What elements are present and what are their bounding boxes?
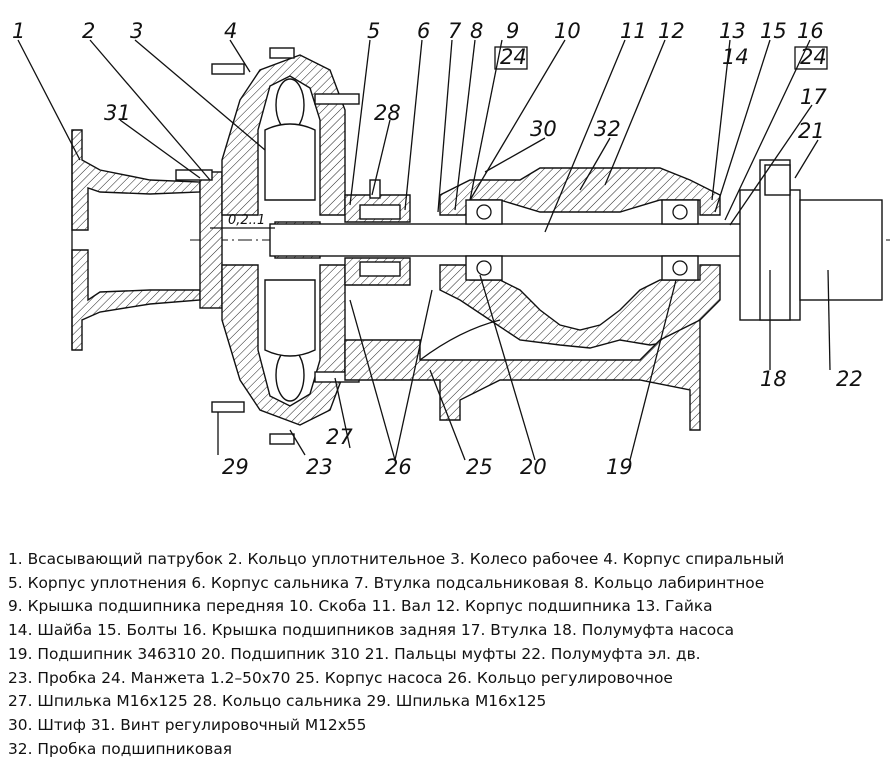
callout-11: 11 (620, 19, 647, 43)
suction-nozzle (71, 129, 201, 351)
callout-5: 5 (367, 19, 380, 43)
legend-row: 9. Крышка подшипника передняя 10. Скоба … (8, 597, 713, 616)
leader-lines (17, 39, 831, 461)
callout-12: 12 (658, 19, 685, 43)
callout-numbers: 1 2 3 4 5 6 7 8 9 10 11 12 13 14 15 16 1… (12, 19, 863, 479)
callout-26: 26 (385, 455, 412, 479)
legend-row: 5. Корпус уплотнения 6. Корпус сальника … (8, 573, 765, 592)
callout-2: 2 (82, 19, 95, 43)
dimension-label: 0,2..1 (228, 213, 265, 228)
seal-housing (344, 179, 411, 286)
callout-6: 6 (417, 19, 430, 43)
callout-31: 31 (104, 101, 131, 125)
legend-row: 32. Пробка подшипниковая (8, 739, 233, 758)
callout-3: 3 (130, 19, 143, 43)
callout-4: 4 (224, 19, 237, 43)
callout-23: 23 (306, 455, 333, 479)
bearings (465, 199, 699, 281)
callout-13: 13 (719, 19, 746, 43)
callout-18: 18 (760, 367, 787, 391)
legend-row: 23. Пробка 24. Манжета 1.2–50х70 25. Кор… (8, 668, 673, 687)
callout-7: 7 (448, 19, 462, 43)
callout-15: 15 (760, 19, 787, 43)
callout-20: 20 (520, 455, 547, 479)
callout-16: 16 (797, 19, 824, 43)
pump-assembly-drawing: 0,2..1 1 2 3 4 5 6 7 8 9 10 11 12 13 14 … (12, 19, 890, 479)
sealing-ring (199, 171, 223, 309)
callout-29: 29 (222, 455, 249, 479)
callout-22: 22 (836, 367, 863, 391)
callout-19: 19 (606, 455, 633, 479)
callout-10: 10 (554, 19, 581, 43)
coupling (739, 159, 883, 321)
callout-24a: 24 (500, 45, 527, 69)
callout-28: 28 (374, 101, 401, 125)
legend-row: 27. Шпилька М16х125 28. Кольцо сальника … (8, 692, 547, 711)
legend-row: 14. Шайба 15. Болты 16. Крышка подшипник… (8, 621, 735, 640)
callout-box-24a (494, 46, 528, 70)
callout-8: 8 (470, 19, 483, 43)
callout-30: 30 (530, 117, 557, 141)
callout-17: 17 (800, 85, 827, 109)
legend-row: 30. Штиф 31. Винт регулировочный М12х55 (8, 715, 367, 734)
parts-legend: 1. Всасывающий патрубок 2. Кольцо уплотн… (8, 548, 888, 761)
pump-frame (344, 318, 701, 431)
callout-27: 27 (326, 425, 353, 449)
shaft (269, 223, 751, 257)
callout-1: 1 (12, 19, 25, 43)
legend-row: 19. Подшипник 346310 20. Подшипник 310 2… (8, 644, 701, 663)
callout-32: 32 (594, 117, 621, 141)
callout-21: 21 (798, 119, 825, 143)
callout-24b: 24 (800, 45, 827, 69)
callout-14: 14 (722, 45, 749, 69)
studs (175, 47, 360, 445)
callout-25: 25 (466, 455, 493, 479)
callout-box-24b (794, 46, 828, 70)
legend-row: 1. Всасывающий патрубок 2. Кольцо уплотн… (8, 550, 785, 568)
callout-9: 9 (506, 19, 519, 43)
